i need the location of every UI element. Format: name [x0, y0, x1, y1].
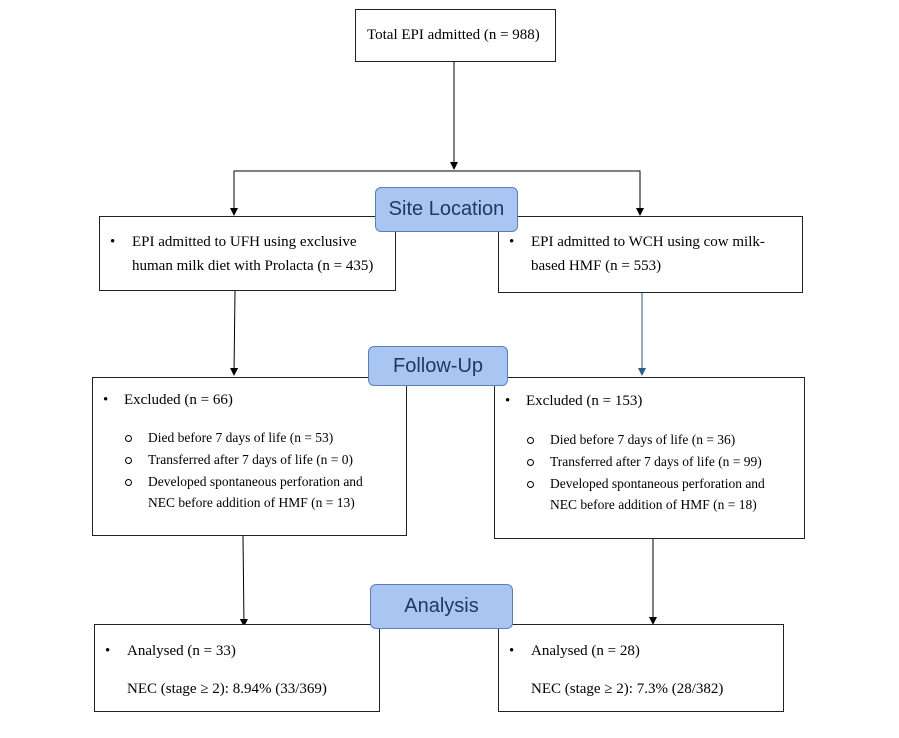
left-site-line2: human milk diet with Prolacta (n = 435) — [132, 258, 374, 274]
circle-bullet-icon — [527, 459, 534, 466]
bullet-dot: • — [509, 643, 515, 659]
bullet-dot: • — [103, 392, 109, 408]
left-excluded-box: • Excluded (n = 66) Died before 7 days o… — [92, 377, 407, 536]
circle-bullet-icon — [527, 481, 534, 488]
left-excl-item: Transferred after 7 days of life (n = 0) — [148, 452, 354, 467]
right-excl-item: NEC before addition of HMF (n = 18) — [550, 497, 757, 512]
circle-bullet-icon — [125, 479, 132, 486]
right-nec-result: NEC (stage ≥ 2): 7.3% (28/382) — [531, 681, 724, 697]
right-excl-item: Developed spontaneous perforation and — [550, 476, 765, 491]
bullet-dot: • — [110, 234, 116, 250]
left-analysed-label: Analysed (n = 33) — [127, 643, 236, 659]
right-analysed-label: Analysed (n = 28) — [531, 643, 640, 659]
right-excl-item: Transferred after 7 days of life (n = 99… — [550, 454, 762, 469]
left-excl-item: Developed spontaneous perforation and — [148, 474, 363, 489]
split-line — [233, 170, 641, 215]
stage-analysis: Analysis — [370, 584, 513, 629]
bullet-dot: • — [105, 643, 111, 659]
stage-site-location: Site Location — [375, 187, 518, 232]
arrow-left-site-to-excluded — [230, 290, 239, 376]
left-excl-item: Died before 7 days of life (n = 53) — [148, 430, 334, 445]
right-excl-item: Died before 7 days of life (n = 36) — [550, 432, 736, 447]
total-label: Total EPI admitted (n = 988) — [367, 27, 540, 43]
left-excl-item: NEC before addition of HMF (n = 13) — [148, 495, 355, 510]
stage-follow-up: Follow-Up — [368, 346, 508, 386]
stage-site-location-label: Site Location — [388, 198, 505, 220]
right-site-line1: EPI admitted to WCH using cow milk- — [531, 234, 765, 250]
bullet-dot: • — [509, 234, 515, 250]
stage-follow-up-label: Follow-Up — [392, 354, 484, 377]
right-analysed-box: • Analysed (n = 28) NEC (stage ≥ 2): 7.3… — [498, 624, 784, 712]
circle-bullet-icon — [527, 437, 534, 444]
right-excluded-label: Excluded (n = 153) — [526, 393, 643, 409]
left-analysed-box: • Analysed (n = 33) NEC (stage ≥ 2): 8.9… — [94, 624, 380, 712]
circle-bullet-icon — [125, 457, 132, 464]
left-excluded-label: Excluded (n = 66) — [124, 392, 233, 408]
left-site-box: • EPI admitted to UFH using exclusive hu… — [99, 216, 396, 291]
right-excluded-box: • Excluded (n = 153) Died before 7 days … — [494, 377, 805, 539]
right-site-line2: based HMF (n = 553) — [531, 258, 662, 274]
right-site-box: • EPI admitted to WCH using cow milk- ba… — [498, 216, 803, 293]
bullet-dot: • — [505, 393, 511, 409]
circle-bullet-icon — [125, 435, 132, 442]
arrow-left-excluded-to-analysed — [239, 535, 248, 627]
left-nec-result: NEC (stage ≥ 2): 8.94% (33/369) — [127, 681, 327, 697]
stage-analysis-label: Analysis — [404, 595, 479, 617]
total-box: Total EPI admitted (n = 988) — [355, 9, 556, 62]
left-site-line1: EPI admitted to UFH using exclusive — [132, 234, 357, 250]
